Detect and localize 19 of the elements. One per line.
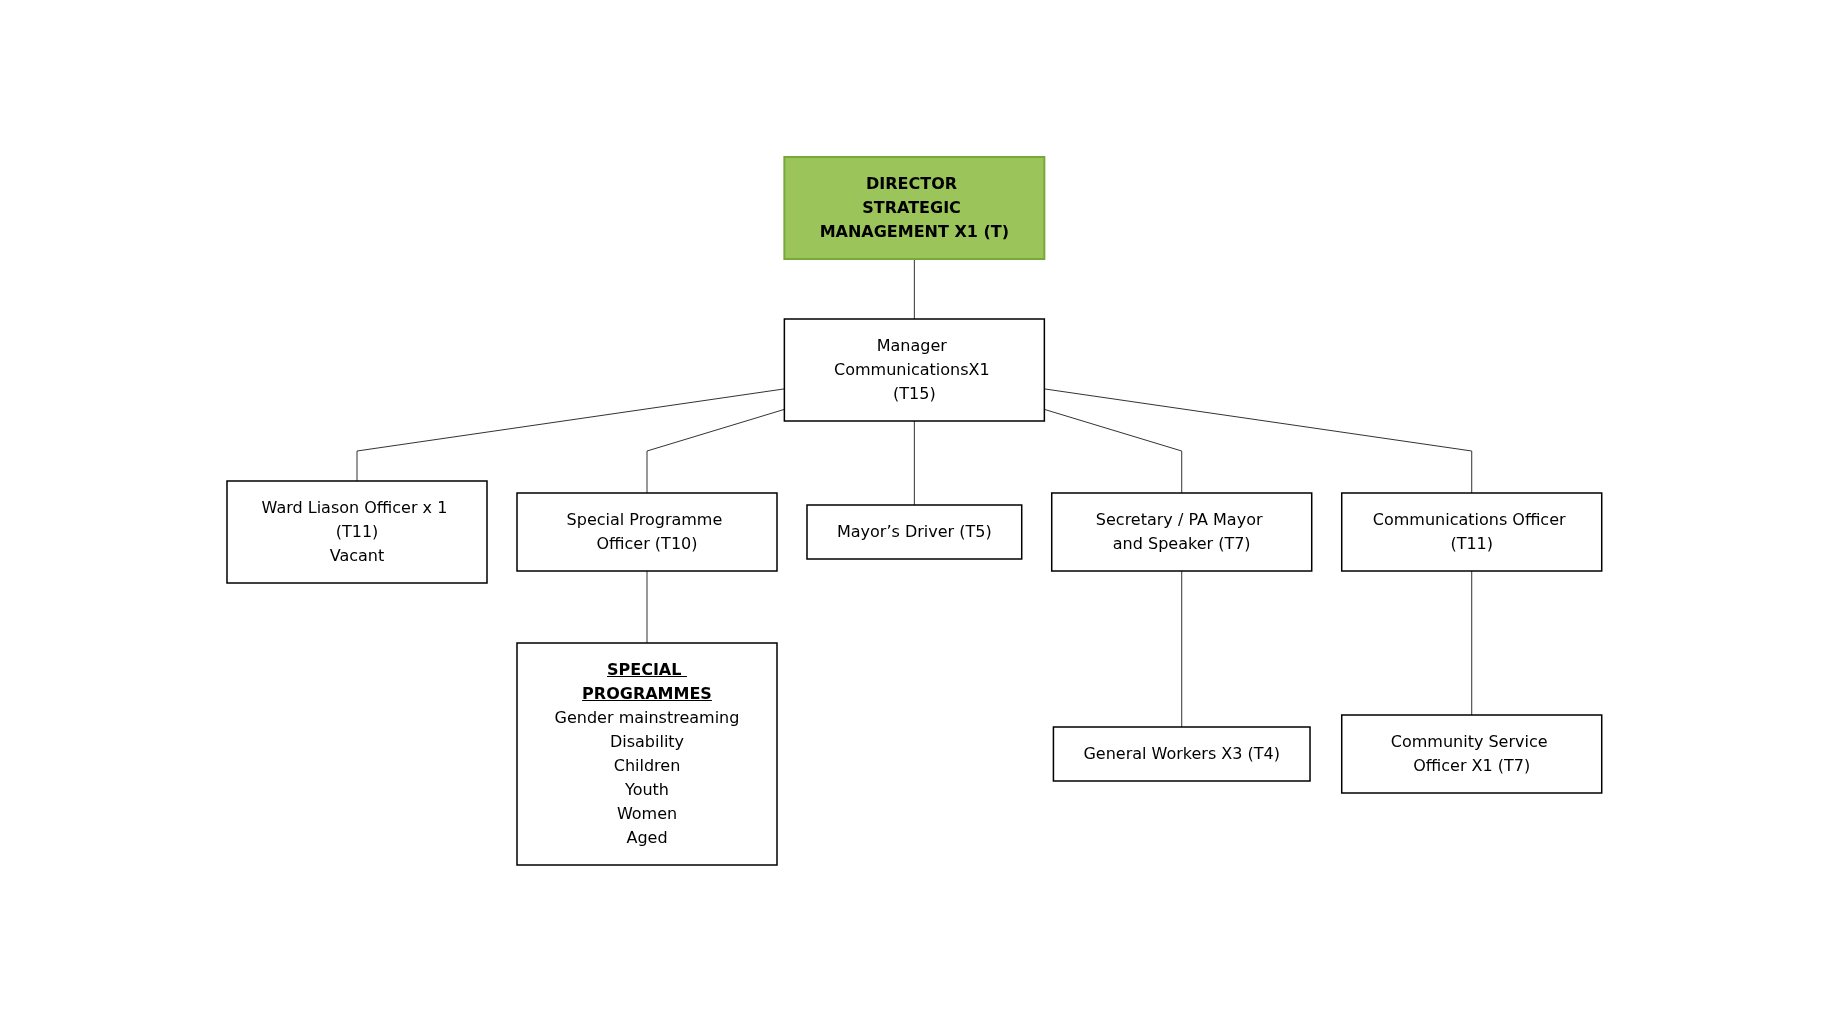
connector: [1181, 570, 1183, 727]
node-box: DIRECTOR STRATEGIC MANAGEMENT X1 (T): [783, 155, 1046, 260]
connector: [1044, 408, 1183, 493]
connector: [356, 387, 785, 481]
node-box: Communications Officer (T11): [1341, 491, 1603, 572]
node-box: General Workers X3 (T4): [1052, 725, 1311, 782]
node-box: Community Service Officer X1 (T7): [1341, 713, 1603, 794]
node-box: Ward Liason Officer x 1 (T11) Vacant: [226, 479, 488, 584]
connector: [914, 258, 915, 319]
node-box: SPECIAL PROGRAMMES Gender mainstreaming Disability Children Youth Women Aged: [516, 641, 778, 866]
connector: [1044, 387, 1473, 493]
connector: [646, 408, 785, 493]
node-box: Special Programme Officer (T10): [516, 491, 778, 572]
connector: [646, 570, 648, 643]
node-box: Mayor’s Driver (T5): [806, 503, 1023, 560]
connector: [1471, 570, 1473, 715]
connector: [914, 420, 915, 505]
node-box: Secretary / PA Mayor and Speaker (T7): [1051, 491, 1313, 572]
node-box: Manager CommunicationsX1 (T15): [783, 317, 1046, 422]
